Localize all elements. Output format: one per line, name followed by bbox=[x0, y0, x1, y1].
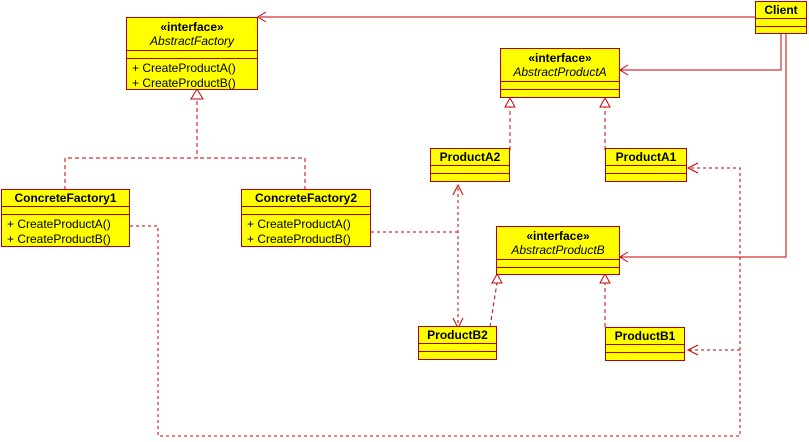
divider bbox=[606, 352, 684, 353]
attributes-section bbox=[606, 166, 686, 173]
class-product-b1[interactable]: ProductB1 bbox=[605, 327, 685, 361]
attributes-section bbox=[2, 207, 129, 214]
attributes-section bbox=[501, 82, 619, 89]
realization-arrowhead-abstractfactory bbox=[190, 88, 204, 100]
divider bbox=[242, 206, 370, 207]
class-title: ProductA2 bbox=[439, 150, 501, 164]
interface-abstract-product-b[interactable]: «interface» AbstractProductB bbox=[496, 226, 620, 275]
dependency-factory1-products bbox=[130, 167, 741, 437]
class-title: ConcreteFactory1 bbox=[14, 191, 117, 205]
divider bbox=[606, 344, 684, 345]
dependency-factory2-products bbox=[371, 188, 459, 325]
attributes-section bbox=[756, 19, 806, 26]
attributes-section bbox=[242, 207, 370, 214]
divider bbox=[606, 173, 686, 174]
interface-abstract-factory[interactable]: «interface» AbstractFactory + CreateProd… bbox=[126, 17, 258, 90]
divider bbox=[419, 351, 496, 352]
divider bbox=[2, 206, 129, 207]
class-client[interactable]: Client bbox=[755, 1, 807, 34]
divider bbox=[501, 81, 619, 82]
realization-products-a bbox=[509, 106, 606, 150]
class-product-a2[interactable]: ProductA2 bbox=[430, 148, 510, 182]
operation: + CreateProductA() bbox=[247, 217, 351, 231]
operation: + CreateProductA() bbox=[7, 217, 111, 231]
stereotype-label: «interface» bbox=[526, 229, 590, 243]
class-title: Client bbox=[764, 3, 798, 17]
divider bbox=[756, 26, 806, 27]
association-client-abstractproducta bbox=[619, 33, 782, 76]
class-product-a1[interactable]: ProductA1 bbox=[605, 148, 687, 182]
class-title: ProductB2 bbox=[427, 328, 488, 342]
divider bbox=[419, 343, 496, 344]
divider bbox=[756, 18, 806, 19]
realization-products-b bbox=[489, 282, 606, 328]
divider bbox=[127, 58, 257, 59]
attributes-section bbox=[497, 260, 619, 267]
operations-list: + CreateProductA() + CreateProductB() bbox=[127, 59, 257, 93]
attributes-section bbox=[127, 51, 257, 58]
divider bbox=[431, 173, 509, 174]
interface-abstract-product-a[interactable]: «interface» AbstractProductA bbox=[500, 48, 620, 98]
operations-list: + CreateProductA() + CreateProductB() bbox=[2, 215, 129, 249]
attributes-section bbox=[606, 345, 684, 352]
interface-name: AbstractProductA bbox=[513, 65, 607, 79]
class-concrete-factory-2[interactable]: ConcreteFactory2 + CreateProductA() + Cr… bbox=[241, 189, 371, 247]
divider bbox=[2, 214, 129, 215]
operation: + CreateProductB() bbox=[132, 76, 236, 90]
stereotype-label: «interface» bbox=[528, 51, 592, 65]
interface-name: AbstractProductB bbox=[511, 243, 605, 257]
divider bbox=[501, 89, 619, 90]
divider bbox=[497, 259, 619, 260]
operation: + CreateProductA() bbox=[132, 61, 236, 75]
operation: + CreateProductB() bbox=[247, 232, 351, 246]
stereotype-label: «interface» bbox=[160, 20, 224, 34]
divider bbox=[606, 165, 686, 166]
association-client-abstractfactory bbox=[257, 11, 755, 23]
class-concrete-factory-1[interactable]: ConcreteFactory1 + CreateProductA() + Cr… bbox=[1, 189, 130, 247]
class-title: ConcreteFactory2 bbox=[254, 191, 358, 205]
realization-factories bbox=[64, 98, 306, 190]
divider bbox=[431, 165, 509, 166]
class-title: ProductA1 bbox=[615, 150, 677, 164]
divider bbox=[127, 50, 257, 51]
association-client-abstractproductb bbox=[619, 33, 787, 263]
operations-list: + CreateProductA() + CreateProductB() bbox=[242, 215, 370, 249]
attributes-section bbox=[431, 166, 509, 173]
divider bbox=[497, 267, 619, 268]
attributes-section bbox=[419, 344, 496, 351]
divider bbox=[242, 214, 370, 215]
class-product-b2[interactable]: ProductB2 bbox=[418, 326, 497, 360]
operation: + CreateProductB() bbox=[7, 232, 111, 246]
interface-name: AbstractFactory bbox=[149, 34, 235, 48]
class-title: ProductB1 bbox=[614, 329, 676, 343]
